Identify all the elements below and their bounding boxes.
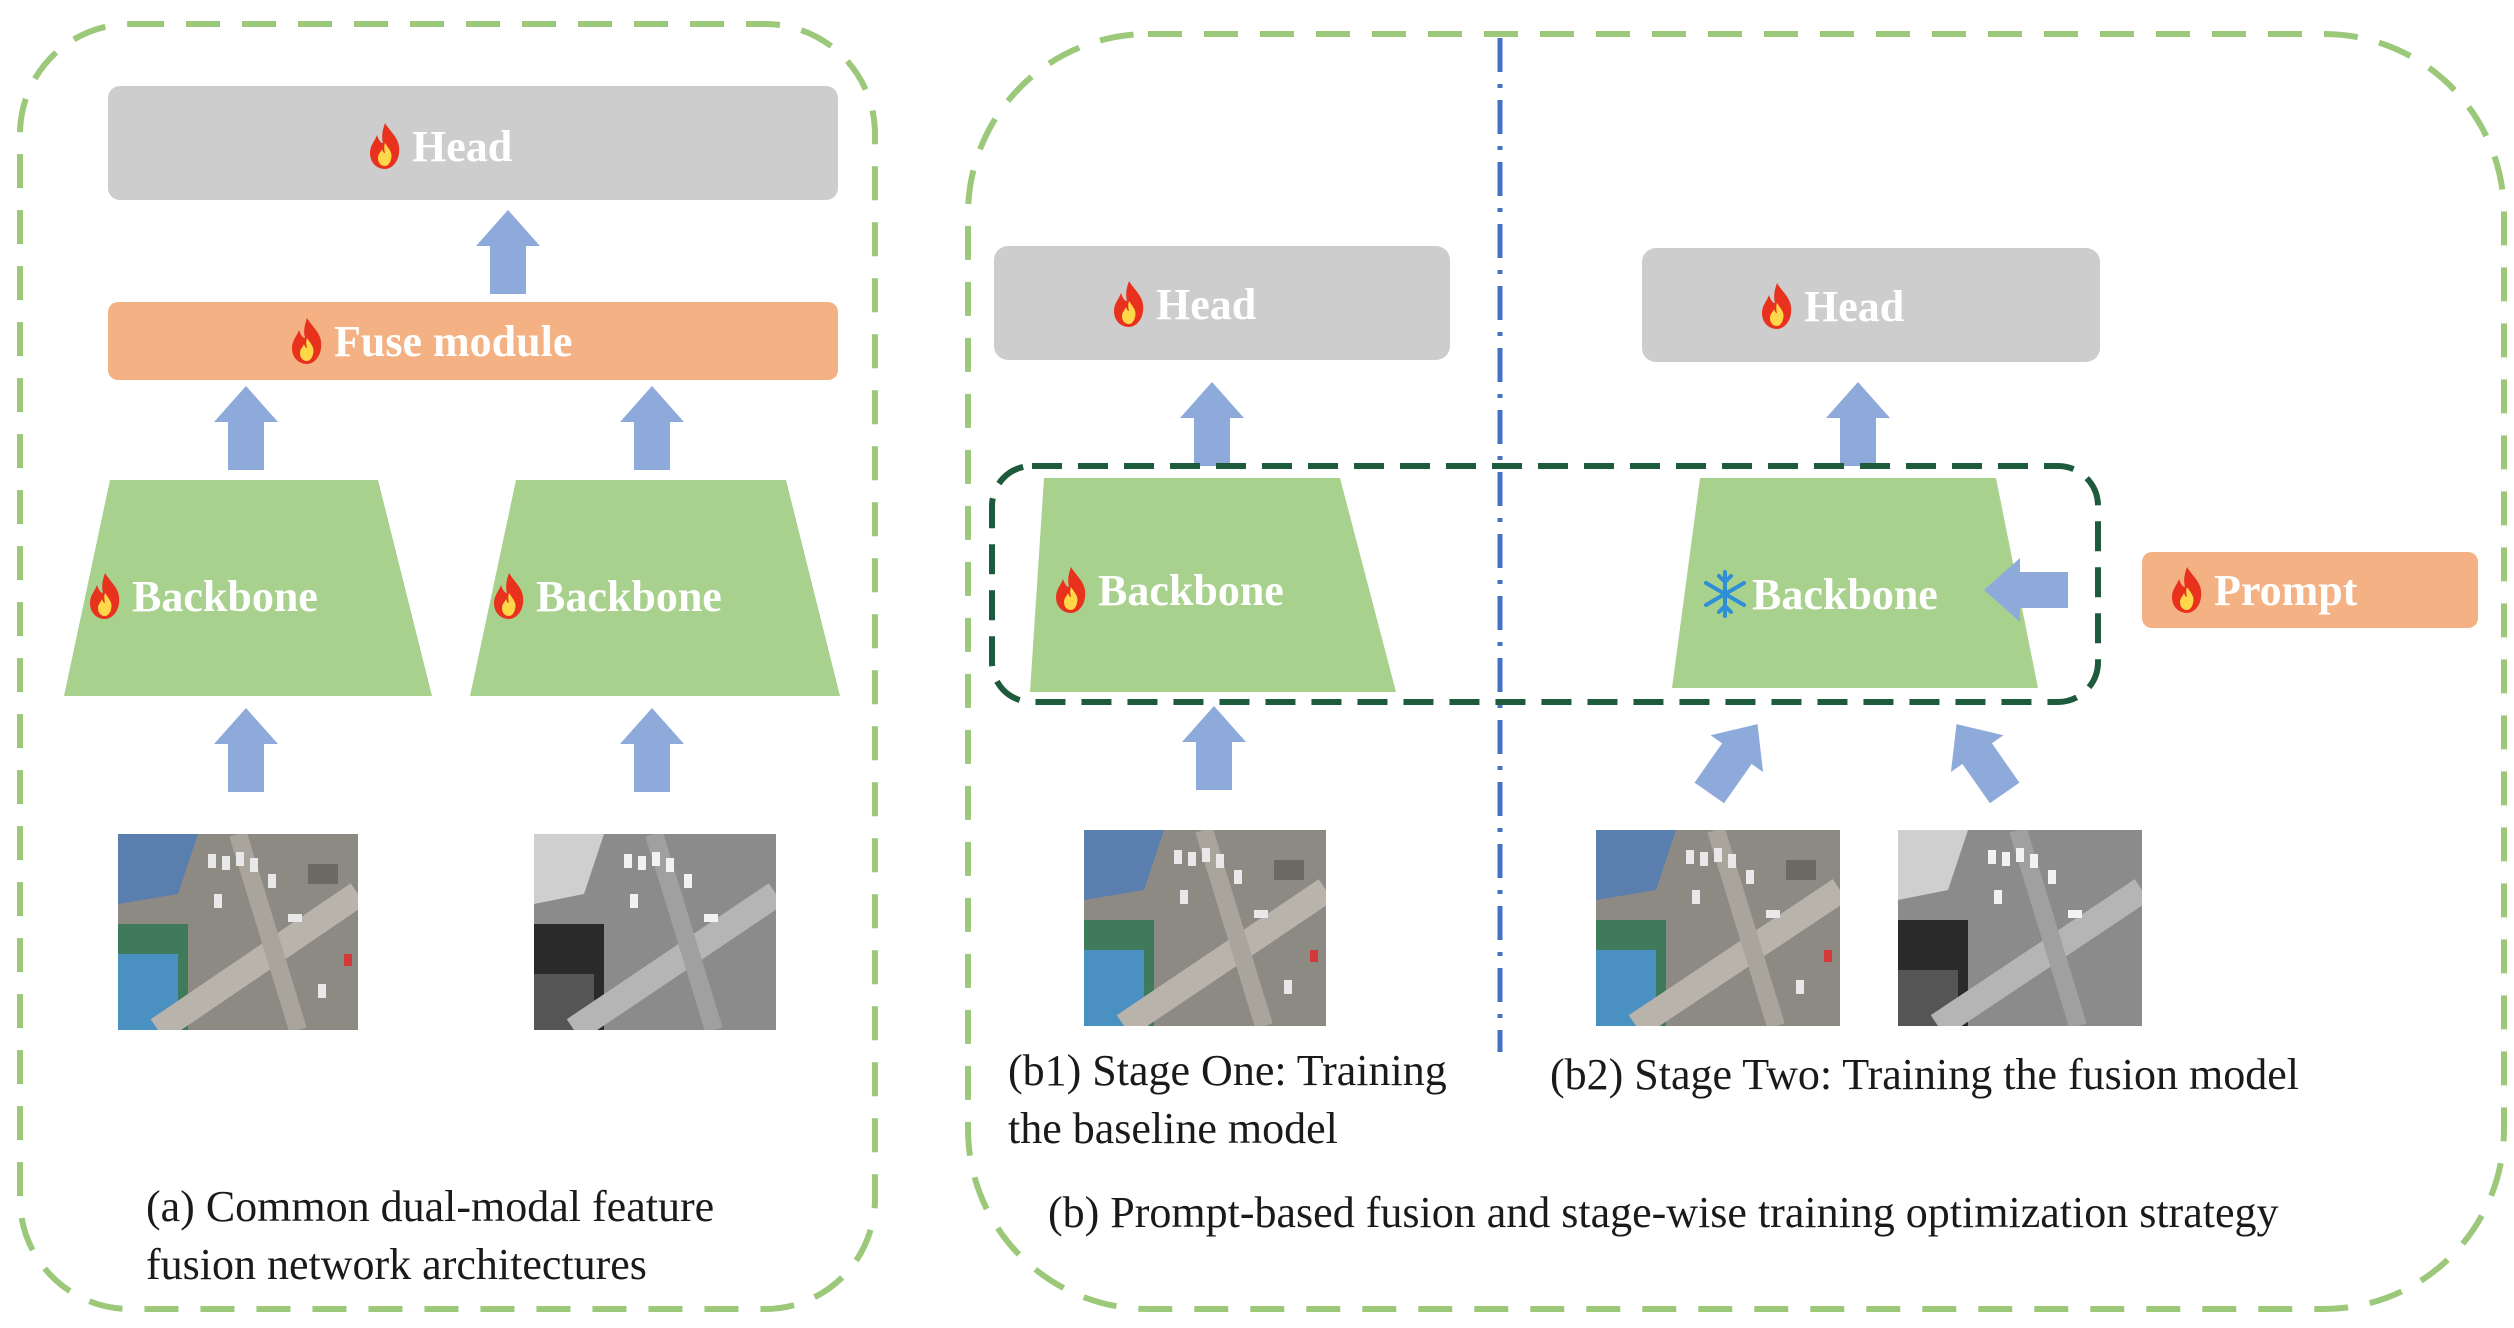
backbone-label-b1: Backbone	[1050, 562, 1284, 618]
fire-icon	[1114, 281, 1144, 327]
caption-b2: (b2) Stage Two: Training the fusion mode…	[1550, 1046, 2299, 1104]
snowflake-icon	[1704, 570, 1746, 618]
caption-b-line1: (b) Prompt-based fusion and stage-wise t…	[1048, 1188, 2279, 1237]
prompt-box	[2142, 552, 2478, 628]
backbone-text-b1: Backbone	[1098, 565, 1284, 615]
arrow-up-icon	[214, 708, 278, 792]
rgb-aerial-image-a	[118, 834, 358, 1030]
backbone-label-a1: Backbone	[84, 568, 318, 624]
backbone-label-a2: Backbone	[488, 568, 722, 624]
arrow-diagonal-right-input	[1930, 705, 2031, 812]
arrow-up-icon	[476, 210, 540, 294]
head-box-b1	[994, 246, 1450, 360]
fire-icon	[370, 123, 400, 169]
backbone-trapezoid-b1	[1030, 478, 1396, 692]
caption-a: (a) Common dual-modal feature fusion net…	[146, 1178, 714, 1294]
fuse-module-text: Fuse module	[334, 316, 573, 366]
arrow-up-icon	[1180, 382, 1244, 466]
head-label-a: Head	[364, 118, 512, 174]
backbone-trapezoid-a2	[470, 480, 840, 696]
caption-b2-line1: (b2) Stage Two: Training the fusion mode…	[1550, 1050, 2299, 1099]
fire-icon	[2172, 567, 2202, 613]
backbone-text-b2: Backbone	[1752, 569, 1938, 619]
arrow-up-icon	[214, 386, 278, 470]
infrared-aerial-image-a	[534, 834, 776, 1030]
infrared-aerial-image-b2	[1898, 830, 2142, 1026]
head-box-a	[108, 86, 838, 200]
caption-a-line1: (a) Common dual-modal feature	[146, 1182, 715, 1231]
backbone-trapezoid-a1	[64, 480, 432, 696]
fuse-module-label: Fuse module	[286, 313, 572, 369]
head-text-b2: Head	[1804, 281, 1905, 331]
fire-icon	[1762, 283, 1792, 329]
fire-icon	[292, 318, 322, 364]
arrow-up-icon	[1826, 382, 1890, 466]
backbone-trapezoid-b2	[1672, 478, 2038, 688]
prompt-text: Prompt	[2214, 565, 2358, 615]
arrow-up-icon	[620, 386, 684, 470]
fire-icon	[1056, 567, 1086, 613]
fire-icon	[90, 573, 120, 619]
backbone-text-a2: Backbone	[536, 571, 722, 621]
caption-b: (b) Prompt-based fusion and stage-wise t…	[1048, 1184, 2279, 1242]
arrow-up-icon	[1182, 706, 1246, 790]
rgb-aerial-image-b2	[1596, 830, 1840, 1026]
head-text-a: Head	[412, 121, 513, 171]
head-label-b2: Head	[1756, 278, 1904, 334]
fire-icon	[494, 573, 524, 619]
backbone-label-b2: Backbone	[1700, 566, 1938, 622]
backbone-text-a1: Backbone	[132, 571, 318, 621]
prompt-label: Prompt	[2166, 562, 2357, 618]
caption-b1-line1: (b1) Stage One: Training	[1008, 1046, 1447, 1095]
caption-b1: (b1) Stage One: Training the baseline mo…	[1008, 1042, 1447, 1158]
head-label-b1: Head	[1108, 276, 1256, 332]
head-box-b2	[1642, 248, 2100, 362]
arrow-up-icon	[620, 708, 684, 792]
rgb-aerial-image-b1	[1084, 830, 1326, 1026]
panel-b-frame	[965, 31, 2507, 1312]
model-group-box	[989, 463, 2101, 705]
caption-b1-line2: the baseline model	[1008, 1104, 1338, 1153]
panel-a-frame	[17, 21, 878, 1312]
head-text-b1: Head	[1156, 279, 1257, 329]
caption-a-line2: fusion network architectures	[146, 1240, 647, 1289]
fuse-module-box	[108, 302, 838, 380]
arrow-diagonal-left-input	[1683, 705, 1784, 812]
